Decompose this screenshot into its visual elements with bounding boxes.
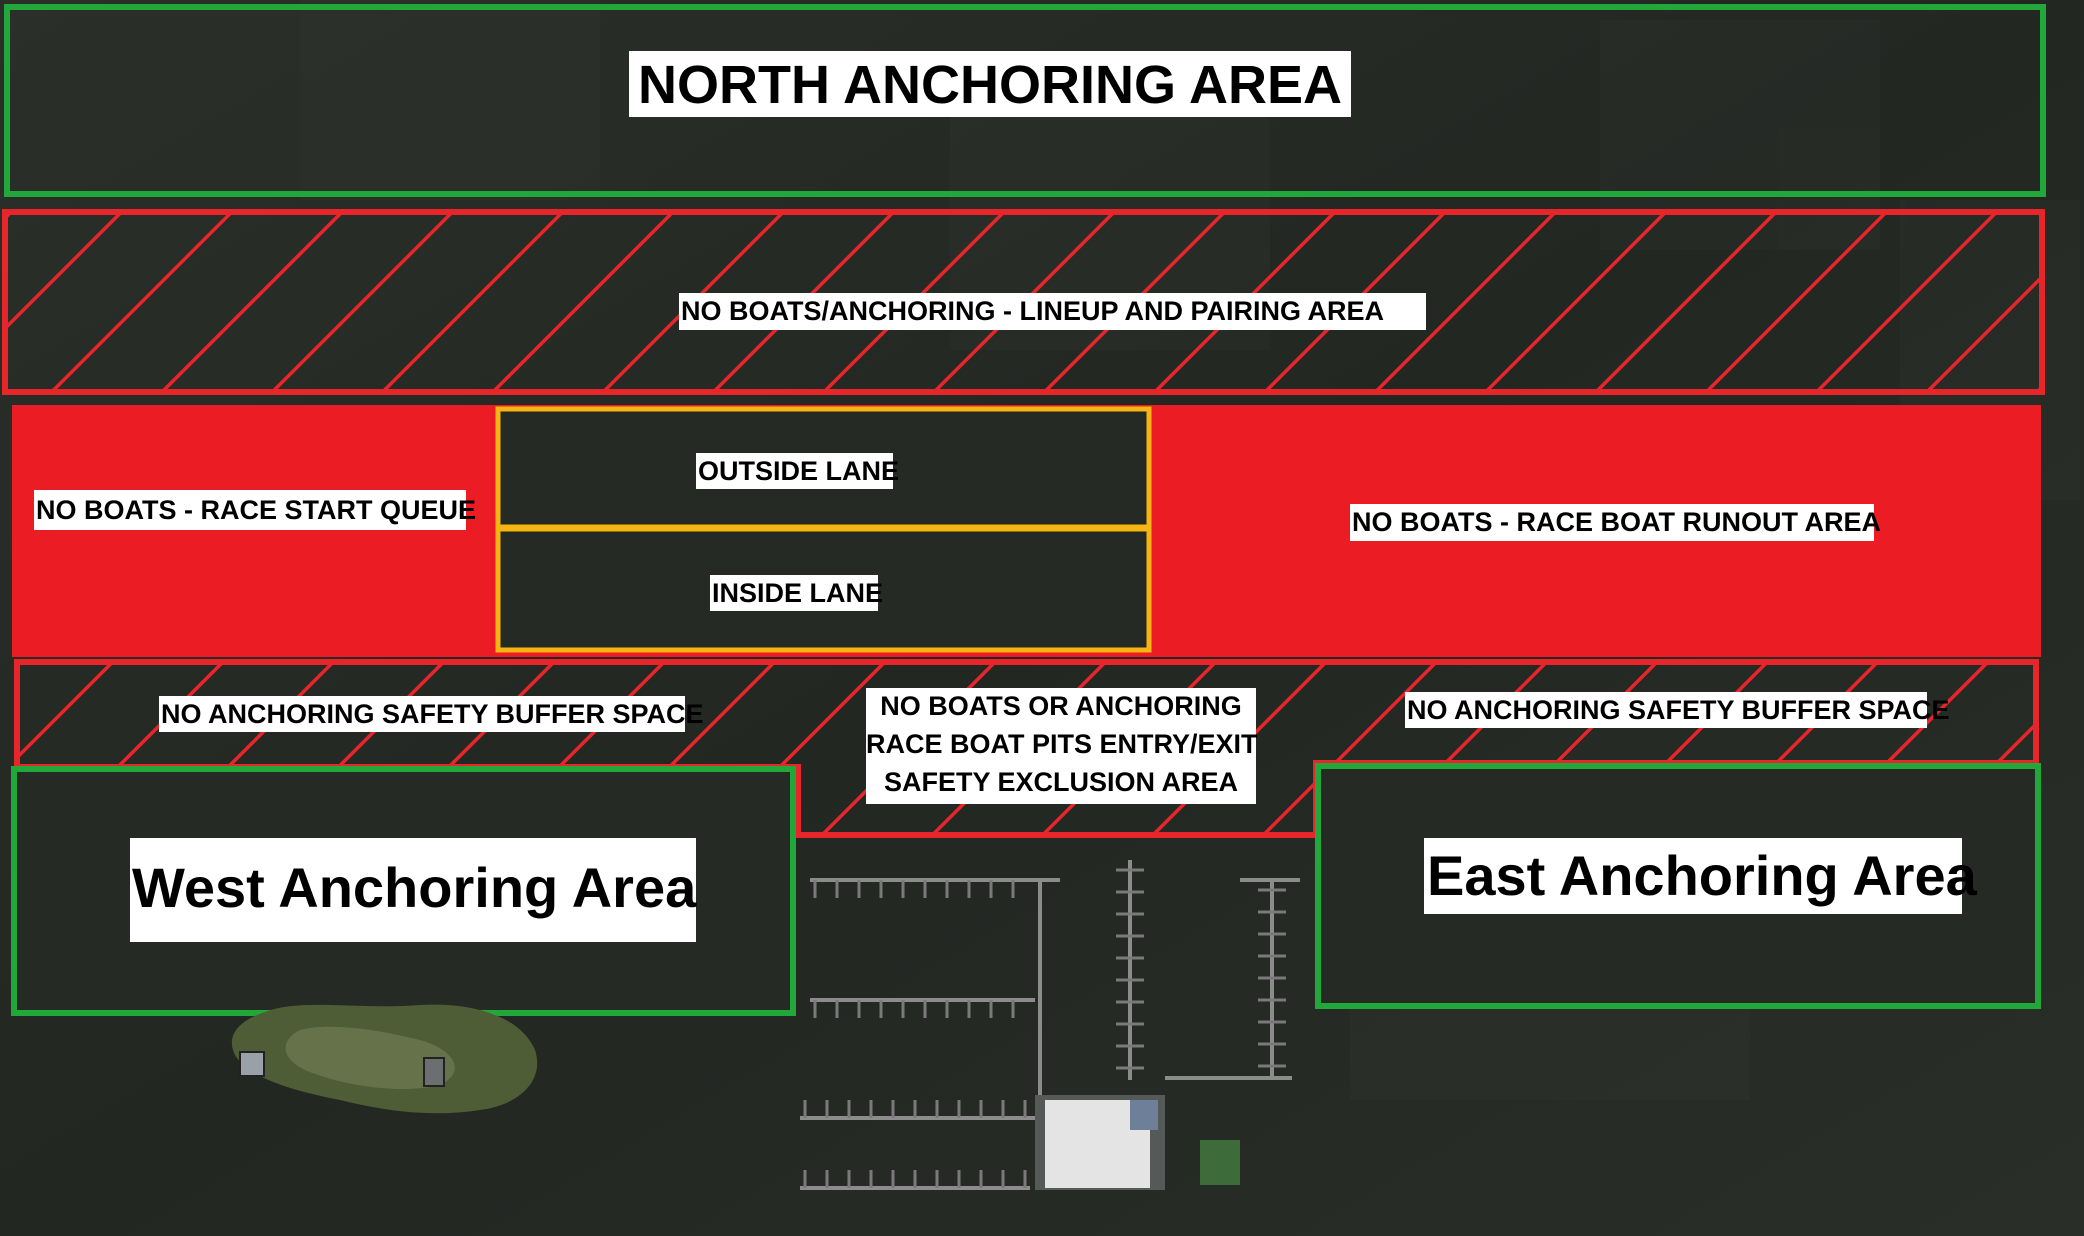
island [231, 1004, 538, 1114]
north-anchoring-outline [4, 4, 2046, 197]
race-pits-building [1035, 1095, 1240, 1190]
race-start-queue-label: NO BOATS - RACE START QUEUE [34, 490, 476, 530]
east-buffer-label: NO ANCHORING SAFETY BUFFER SPACE [1405, 692, 1950, 728]
west-buffer-label: NO ANCHORING SAFETY BUFFER SPACE [159, 696, 704, 732]
runout-area-label: NO BOATS - RACE BOAT RUNOUT AREA [1350, 504, 1881, 541]
east-anchoring-label: East Anchoring Area [1424, 838, 1977, 914]
pits-label-line-3: SAFETY EXCLUSION AREA [883, 767, 1239, 797]
pits-exclusion-label: NO BOATS OR ANCHORING RACE BOAT PITS ENT… [866, 688, 1258, 804]
pits-label-line-2: RACE BOAT PITS ENTRY/EXIT [866, 729, 1258, 759]
north-anchoring-label: NORTH ANCHORING AREA [629, 51, 1351, 117]
dock-slips [803, 868, 1286, 1188]
lineup-area-label: NO BOATS/ANCHORING - LINEUP AND PAIRING … [679, 293, 1426, 330]
pits-label-line-1: NO BOATS OR ANCHORING [880, 691, 1242, 721]
west-anchoring-label: West Anchoring Area [130, 838, 696, 942]
outside-lane-label: OUTSIDE LANE [696, 453, 899, 489]
inside-lane-label: INSIDE LANE [710, 575, 883, 611]
